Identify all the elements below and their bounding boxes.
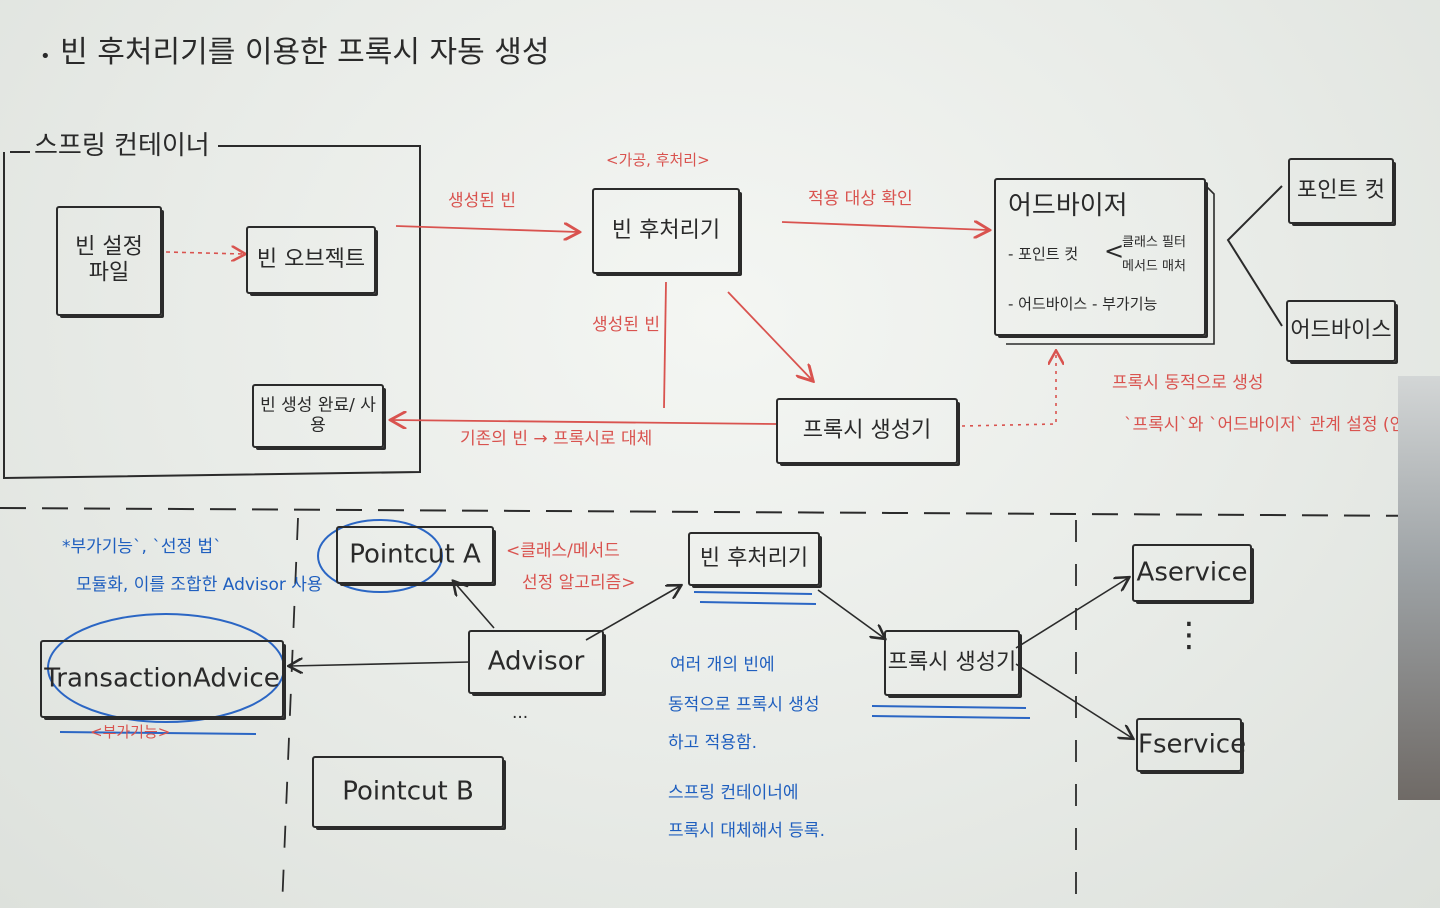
transaction-advice-box: TransactionAdvice [40, 640, 284, 718]
container-outline [3, 145, 421, 480]
bean-config-label: 빈 설정 파일 [75, 234, 143, 286]
dotted-proxycreator-to-advisor [961, 352, 1056, 427]
bean-register-box: 빈 생성 완료/ 사용 [252, 384, 384, 448]
proxy-creator-bottom-label: 프록시 생성기 [887, 649, 1017, 675]
aservice-box: Aservice [1132, 544, 1252, 602]
transaction-advice-note: <부가기능> [90, 723, 171, 741]
created-bean-label: 생성된 빈 [448, 191, 516, 211]
proxy-creator-bottom-box: 프록시 생성기 [884, 630, 1020, 696]
blue-note-6: 스프링 컨테이너에 [668, 783, 799, 803]
pointcut-a-ellipse [317, 519, 443, 593]
container-label: 스프링 컨테이너 [34, 131, 210, 161]
arrow-proxycreator-to-fservice [1015, 663, 1132, 738]
advisor-branch-lines [1226, 185, 1283, 327]
transaction-advice-ellipse [47, 613, 285, 723]
advisor-bottom-box: Advisor [468, 630, 604, 694]
blue-note-2: 모듈화, 이를 조합한 Advisor 사용 [76, 575, 323, 595]
blue-note-4: 동적으로 프록시 생성 [668, 695, 820, 715]
arrow-postprocessor-to-proxycreator [727, 291, 812, 380]
proxy-creator-box: 프록시 생성기 [776, 398, 958, 464]
arrow-proxycreator-to-aservice [1015, 578, 1128, 649]
advisor-title: 어드바이저 [1008, 191, 1128, 221]
post-processor-note: <가공, 후처리> [606, 151, 710, 169]
photo-edge [1398, 376, 1440, 800]
board-title: • 빈 후처리기를 이용한 프록시 자동 생성 [40, 35, 550, 70]
pointcut-b-box: Pointcut B [312, 756, 504, 828]
blue-note-1: *부가기능`, `선정 법` [62, 537, 222, 557]
transaction-advice-label: TransactionAdvice [44, 663, 280, 694]
section-divider [0, 507, 1440, 517]
fservice-label: Fservice [1138, 729, 1247, 760]
pointcut-a-note-2: 선정 알고리즘> [522, 573, 636, 593]
post-processor-bottom-label: 빈 후처리기 [699, 545, 809, 571]
blue-note-7: 프록시 대체해서 등록. [668, 821, 825, 841]
service-vertical-dots: ⋮ [1172, 615, 1206, 655]
bean-object-label: 빈 오브젝트 [256, 246, 366, 272]
bean-object-box: 빈 오브젝트 [246, 226, 376, 294]
advisor-advice: - 어드바이스 - 부가기능 [1008, 295, 1158, 313]
blue-note-3: 여러 개의 빈에 [670, 655, 775, 675]
advisor-ellipsis: ... [512, 703, 529, 723]
pointcut-a-box: Pointcut A [336, 526, 494, 584]
advice-box: 어드바이스 [1286, 300, 1396, 362]
advisor-box: 어드바이저 - 포인트 컷 < 클래스 필터 메서드 매처 - 어드바이스 - … [994, 178, 1206, 336]
post-processor-bottom-box: 빈 후처리기 [688, 532, 820, 586]
arrow-advisor-to-advice [290, 662, 471, 666]
pointcut-a-note-1: <클래스/메서드 [506, 541, 620, 561]
dynamic-proxy-note: 프록시 동적으로 생성 [1112, 373, 1264, 393]
arrow-object-to-postprocessor [395, 226, 578, 232]
pointcut-a-label: Pointcut A [349, 539, 481, 570]
blue-note-5: 하고 적용함. [668, 733, 758, 753]
replace-label: 기존의 빈 → 프록시로 대체 [460, 429, 653, 449]
created-bean-label-2: 생성된 빈 [592, 315, 660, 335]
bean-config-box: 빈 설정 파일 [56, 206, 162, 316]
post-processor-label: 빈 후처리기 [611, 217, 721, 243]
proxy-creator-label: 프록시 생성기 [802, 417, 932, 443]
aservice-label: Aservice [1136, 557, 1248, 588]
advisor-method-matcher: 메서드 매처 [1122, 259, 1186, 274]
advisor-pointcut: - 포인트 컷 [1008, 245, 1079, 263]
pointcut-box: 포인트 컷 [1288, 158, 1394, 224]
arrow-advisor-to-pointcut-a [454, 582, 495, 629]
arrow-postprocessor-to-proxycreator-bottom [817, 589, 884, 638]
advisor-bottom-label: Advisor [487, 646, 585, 677]
pointcut-label: 포인트 컷 [1297, 177, 1385, 203]
bean-register-label: 빈 생성 완료/ 사용 [260, 395, 376, 436]
apply-condition-label: 적용 대상 확인 [808, 189, 913, 209]
fservice-box: Fservice [1136, 718, 1247, 772]
advisor-class-filter: 클래스 필터 [1122, 235, 1186, 250]
arrow-proxycreator-to-register [392, 420, 777, 424]
advice-label: 어드바이스 [1290, 317, 1392, 343]
pointcut-b-label: Pointcut B [342, 776, 474, 807]
line-postprocessor-down [663, 281, 667, 409]
relation-note: `프록시`와 `어드바이저` 관계 설정 (연결) [1124, 415, 1428, 435]
post-processor-box: 빈 후처리기 [592, 188, 740, 274]
arrow-config-to-object [165, 252, 244, 254]
arrow-postprocessor-to-advisor [781, 222, 988, 230]
